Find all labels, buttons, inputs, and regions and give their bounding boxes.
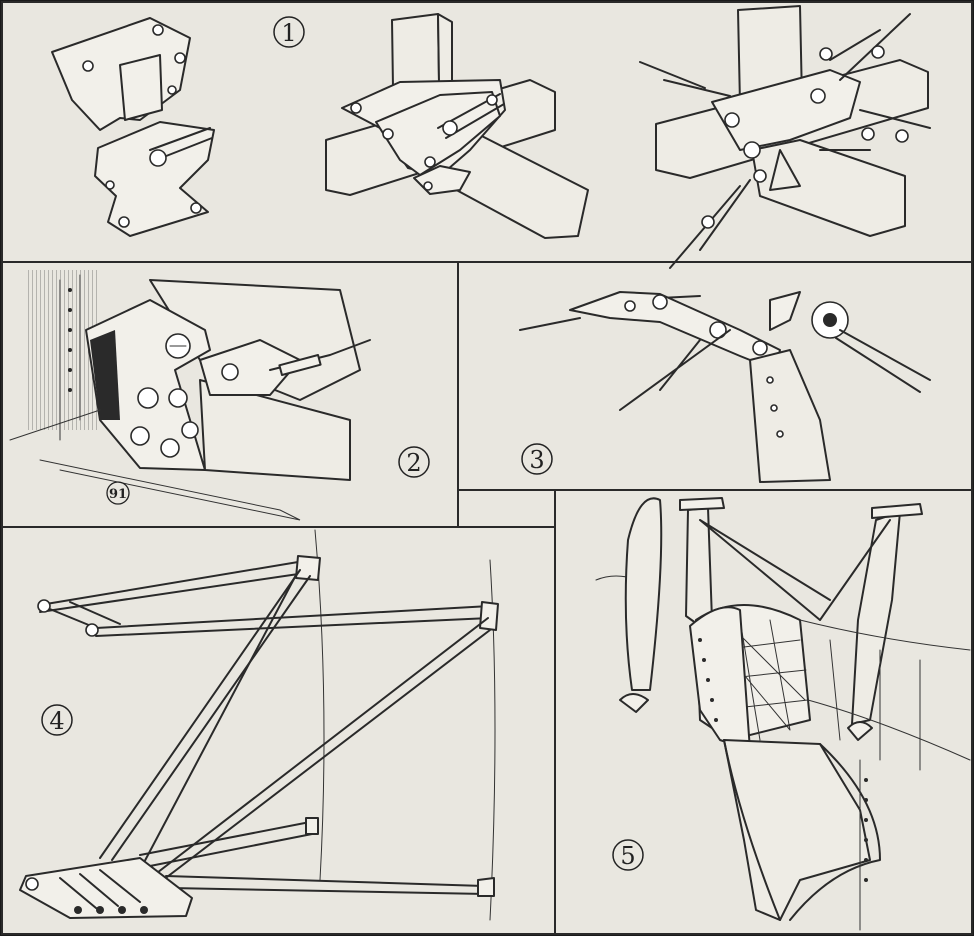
fig1-label: 1 bbox=[273, 16, 305, 48]
fig4-number: 4 bbox=[49, 707, 64, 735]
figure-2-strut-socket: 2 91 bbox=[9, 270, 430, 521]
fig2-label: 2 91 bbox=[106, 446, 430, 505]
fig3-number: 3 bbox=[529, 446, 544, 474]
fig2-number: 2 bbox=[406, 449, 421, 477]
fig1-number: 1 bbox=[281, 19, 296, 47]
figure-1-fitting-assembly: 1 bbox=[51, 5, 931, 269]
figure-4-undercarriage-frame: 4 bbox=[19, 529, 499, 921]
fig1-exploded-fitting bbox=[51, 17, 215, 237]
figure-3-wire-lug: 3 bbox=[519, 291, 931, 483]
fig4-label: 4 bbox=[41, 704, 73, 736]
fig1-beam-joint bbox=[325, 13, 589, 239]
figure-5-cabane-struts: 5 bbox=[595, 497, 971, 931]
fig1-assembled-joint bbox=[639, 5, 931, 269]
fig5-number: 5 bbox=[620, 842, 635, 870]
fig3-label: 3 bbox=[521, 443, 553, 475]
fig5-label: 5 bbox=[612, 839, 644, 871]
fig2-sublabel: 91 bbox=[109, 487, 127, 502]
